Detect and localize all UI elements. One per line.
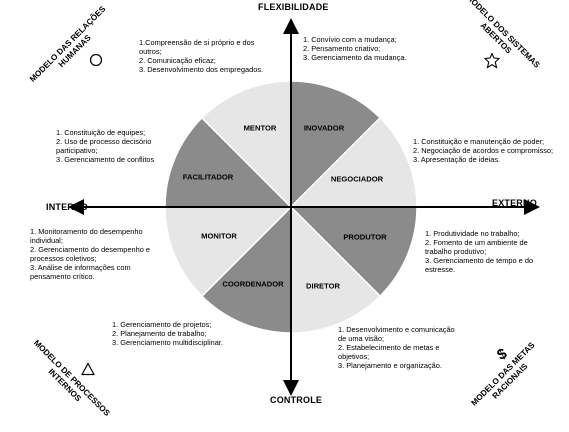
description-mentor: 1.Compreensão de si próprio e dos outros… <box>139 38 264 74</box>
segment-produtor <box>289 206 418 298</box>
role-inovador: INOVADOR <box>303 123 345 133</box>
axis-label-controle: CONTROLE <box>270 395 323 405</box>
role-negociador: NEGOCIADOR <box>330 174 384 184</box>
segment-mentor <box>200 80 292 209</box>
segment-inovador <box>290 80 382 209</box>
segment-coordenador <box>200 205 292 334</box>
role-mentor: MENTOR <box>243 123 277 133</box>
role-diretor: DIRETOR <box>305 281 341 291</box>
role-facilitador: FACILITADOR <box>182 172 234 182</box>
description-produtor: 1. Produtividade no trabalho; 2. Fomento… <box>425 229 534 274</box>
segment-facilitador <box>164 116 293 208</box>
description-coordenador: 1. Gerenciamento de projetos; 2. Planeja… <box>112 320 223 347</box>
axis-label-flexibilidade: FLEXIBILIDADE <box>258 2 329 12</box>
role-produtor: PRODUTOR <box>343 232 387 242</box>
description-negociador: 1. Constituição e manutenção de poder; 2… <box>413 137 554 164</box>
role-monitor: MONITOR <box>201 231 237 241</box>
segment-diretor <box>290 205 382 334</box>
description-inovador: 1. Convívio com a mudança; 2. Pensamento… <box>303 35 407 62</box>
description-diretor: 1. Desenvolvimento e comunicação de uma … <box>338 325 455 370</box>
axis-label-externo: EXTERNO <box>492 198 537 208</box>
segment-monitor <box>164 206 293 298</box>
axis-label-interno: INTERNO <box>46 202 88 212</box>
role-coordenador: COORDENADOR <box>222 279 284 289</box>
star-burst-icon <box>484 53 500 69</box>
circle-icon <box>89 53 103 67</box>
description-facilitador: 1. Constituição de equipes; 2. Uso de pr… <box>56 128 155 164</box>
triangle-icon <box>81 362 95 376</box>
description-monitor: 1. Monitoramento do desempenho individua… <box>30 227 150 281</box>
segment-negociador <box>289 116 418 208</box>
